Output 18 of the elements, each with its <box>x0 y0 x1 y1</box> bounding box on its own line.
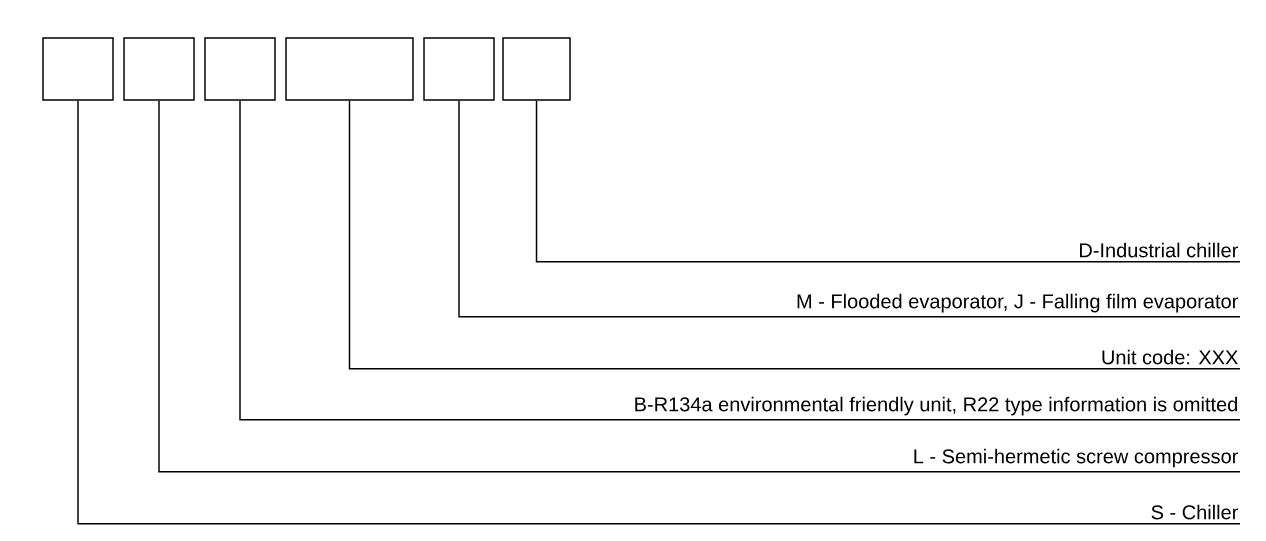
code-box <box>502 37 571 101</box>
designation-text: M - Flooded evaporator, J - Falling film evaporator <box>797 293 1238 313</box>
leader-line <box>348 100 1241 370</box>
leader-line <box>239 100 1241 421</box>
leader-line <box>458 100 1241 318</box>
designation-text: Unit code: XXX <box>1102 349 1238 365</box>
leader-line <box>535 100 1241 263</box>
designation-text: B-R134a environmental friendly unit, R22 type information is omitted <box>635 396 1237 416</box>
leader-line <box>158 100 1241 473</box>
code-box <box>42 37 114 101</box>
code-box <box>204 37 276 101</box>
code-box <box>423 37 495 101</box>
designation-text: S - Chiller <box>1151 504 1239 520</box>
code-box <box>285 37 414 101</box>
designation-text: L - Semi-hermetic screw compressor <box>914 448 1238 468</box>
code-box <box>123 37 195 101</box>
leader-line <box>77 100 1241 525</box>
designation-text: D-Industrial chiller <box>1080 242 1238 258</box>
